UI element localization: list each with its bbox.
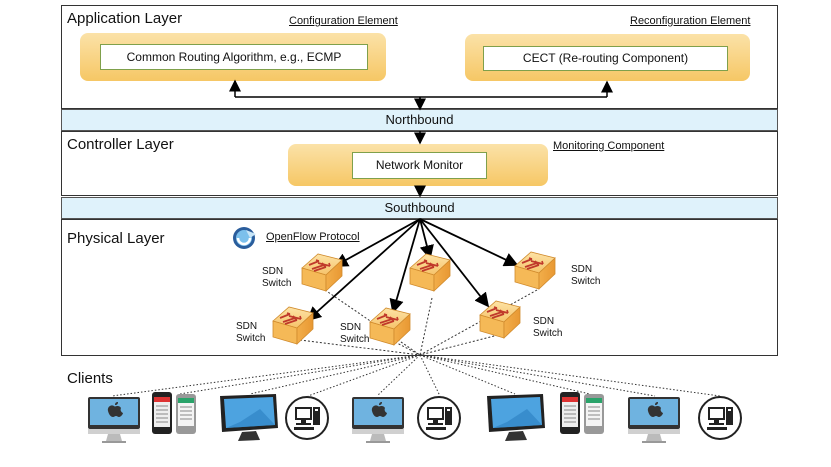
- imac-icon: [628, 397, 680, 443]
- client-links: [111, 354, 721, 397]
- sdn-switch-3: [514, 251, 556, 290]
- configuration-element-label: Configuration Element: [289, 15, 398, 27]
- application-layer-title: Application Layer: [67, 10, 183, 27]
- imac-icon: [88, 397, 140, 443]
- sdn-switch-4: [272, 306, 314, 345]
- monitor-icon: [220, 394, 278, 441]
- sdn-switch-2: [409, 253, 451, 292]
- phones-icon: [559, 391, 605, 435]
- openflow-protocol-label: OpenFlow Protocol: [266, 231, 360, 243]
- network-monitor-box: Network Monitor: [352, 152, 487, 179]
- reconfiguration-element-label: Reconfiguration Element: [630, 15, 751, 27]
- controller-layer-title: Controller Layer: [67, 136, 174, 153]
- physical-layer-title: Physical Layer: [67, 230, 165, 247]
- openflow-links: [306, 218, 519, 322]
- openflow-icon: [233, 227, 256, 249]
- sdn-switch-5: [369, 307, 411, 346]
- cect-box: CECT (Re-routing Component): [483, 46, 728, 71]
- clients-title: Clients: [67, 370, 113, 387]
- monitor-icon: [487, 394, 545, 441]
- monitoring-component-label: Monitoring Component: [553, 140, 665, 152]
- sdn-switch-6: [479, 300, 521, 339]
- routing-algorithm-box: Common Routing Algorithm, e.g., ECMP: [100, 44, 368, 70]
- workstation-icon: [285, 396, 329, 440]
- workstation-icon: [698, 396, 742, 440]
- workstation-icon: [417, 396, 461, 440]
- phones-icon: [151, 391, 197, 435]
- sdn-switch-1: [301, 253, 343, 292]
- imac-icon: [352, 397, 404, 443]
- physical-layer: [61, 219, 778, 356]
- application-connectors: [229, 79, 613, 111]
